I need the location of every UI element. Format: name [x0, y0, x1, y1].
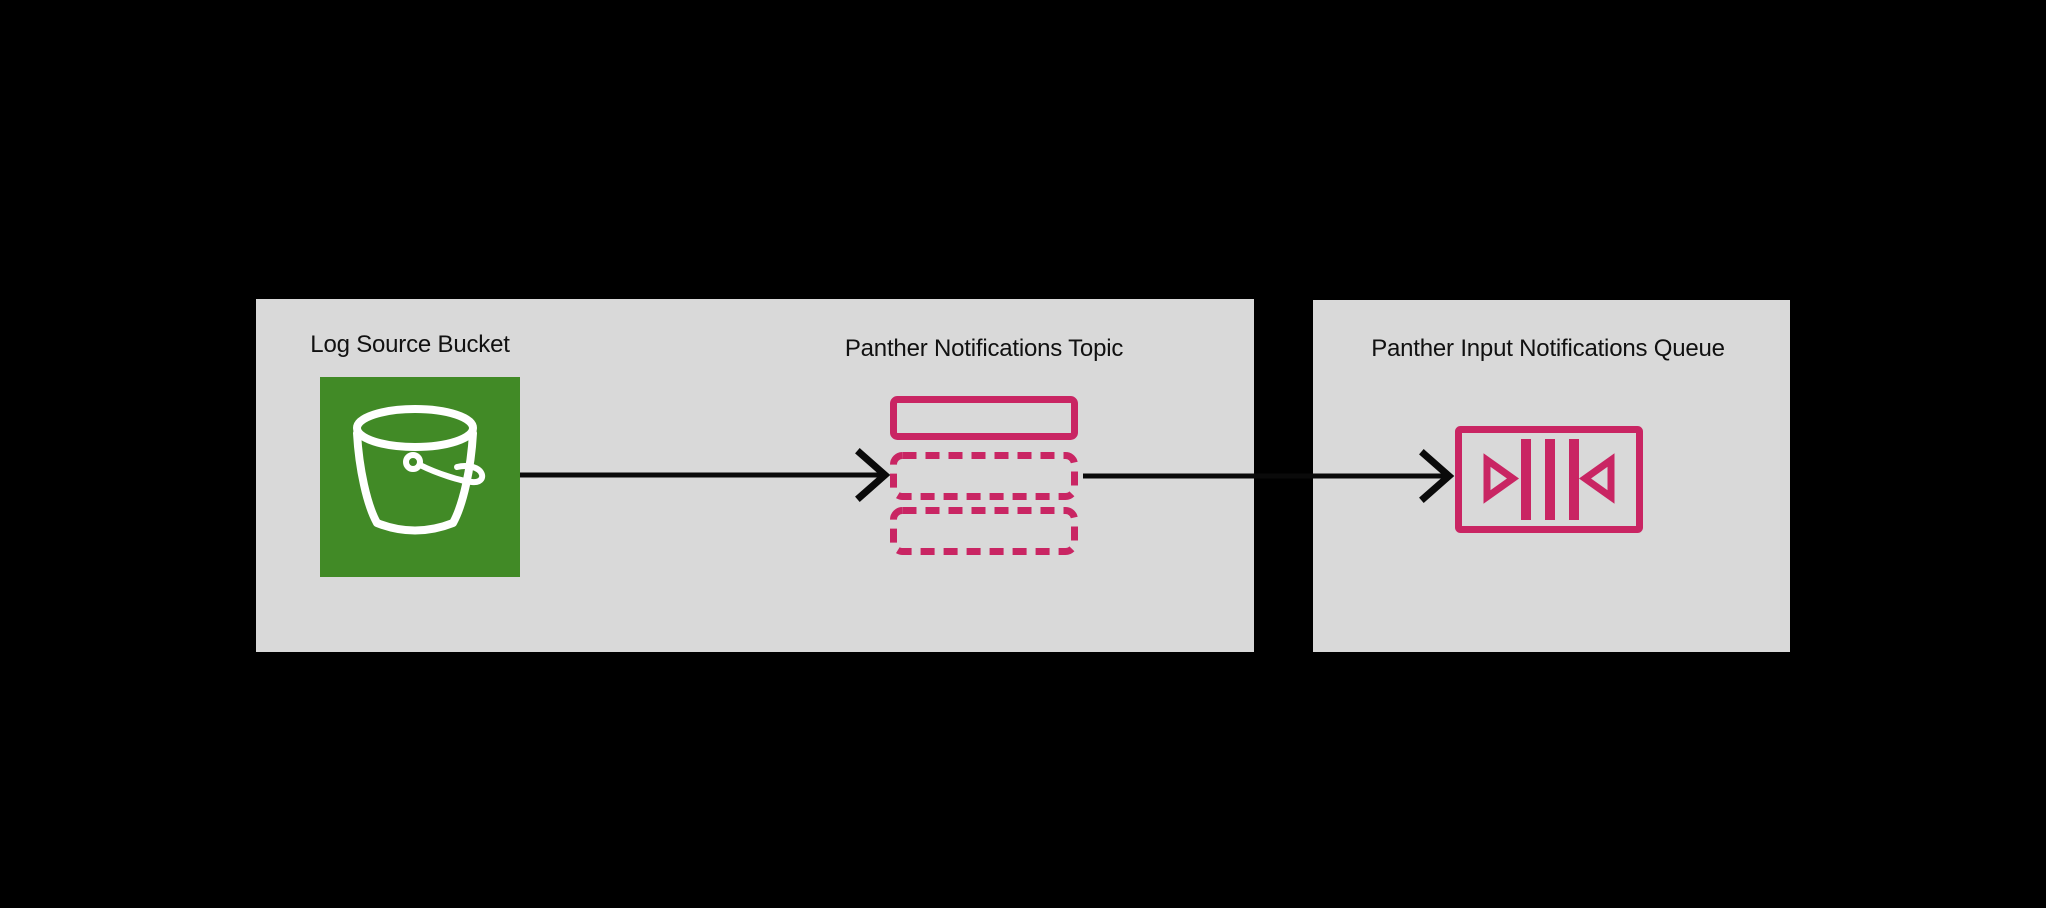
bucket-glyph [353, 405, 486, 535]
sqs-queue-icon [1455, 426, 1643, 538]
sqs-queue-glyph [1455, 426, 1643, 533]
panther-notifications-topic-label: Panther Notifications Topic [844, 335, 1124, 362]
sns-topic-glyph [890, 396, 1078, 555]
s3-bucket-icon [320, 377, 520, 577]
panther-input-notifications-queue-label: Panther Input Notifications Queue [1371, 335, 1725, 362]
log-source-bucket-label: Log Source Bucket [310, 331, 510, 358]
sns-topic-icon [890, 396, 1078, 567]
